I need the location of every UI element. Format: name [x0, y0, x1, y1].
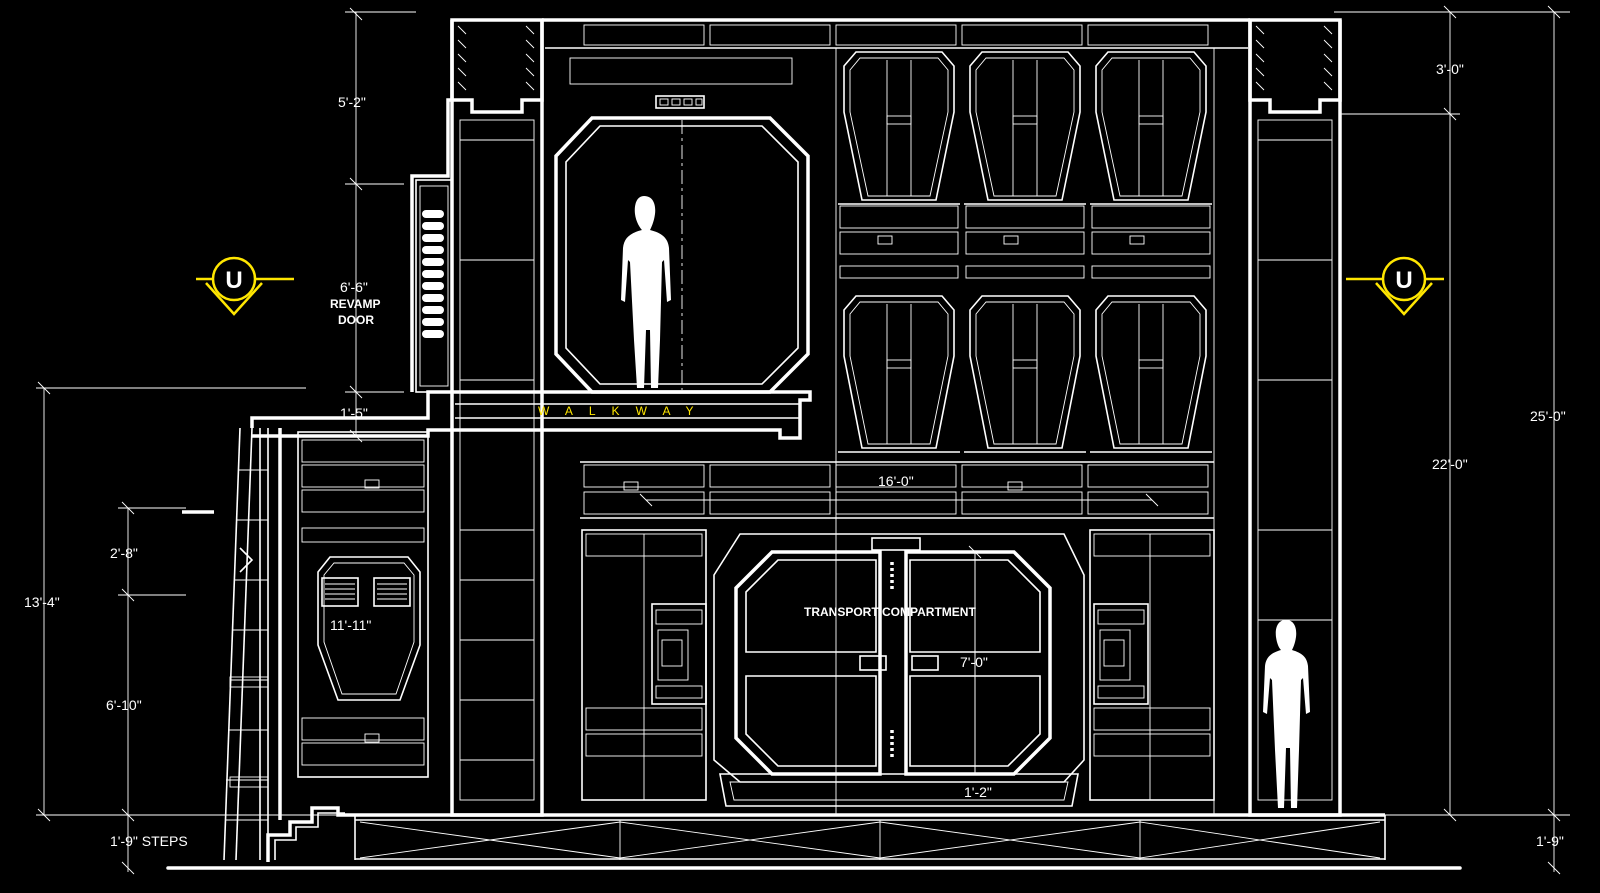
dim-door-note-2: DOOR [338, 313, 374, 327]
transport-label: TRANSPORT COMPARTMENT [804, 605, 976, 619]
vent-left [321, 577, 359, 607]
walkway: WALKWAY [250, 390, 812, 440]
left-ladder [223, 427, 282, 861]
dim-door-height: 6'-6" [340, 279, 368, 295]
dim-total-height: 25'-0" [1530, 408, 1566, 424]
dim-center-width: 16'-0" [878, 473, 914, 489]
transport-door: TRANSPORT COMPARTMENT [713, 533, 1085, 807]
locker-unit [1090, 295, 1212, 453]
dimension-labels: 5'-2" 6'-6" REVAMP DOOR 1'-5" 13'-4" 2'-… [24, 61, 1566, 849]
middle-panels [580, 461, 1214, 519]
human-figure-lower [1263, 620, 1310, 808]
marker-left-label: U [225, 267, 242, 294]
dim-left-height: 13'-4" [24, 594, 60, 610]
control-panel-right [1093, 603, 1149, 705]
entry-steps [266, 806, 355, 862]
section-marker-left: U [196, 256, 294, 316]
vent-right [373, 577, 411, 607]
floor-base [166, 813, 1462, 870]
walkway-label: WALKWAY [538, 404, 710, 418]
revamp-door [554, 95, 810, 394]
right-column [1248, 18, 1342, 817]
control-panel-left [651, 603, 707, 705]
dimension-lines [36, 5, 1570, 875]
left-lower-module [297, 431, 429, 778]
locker-unit [1090, 51, 1212, 279]
locker-unit [964, 295, 1086, 453]
locker-unit [838, 51, 960, 279]
dim-top-right: 3'-0" [1436, 61, 1464, 77]
locker-grid [838, 51, 1212, 453]
dim-bottom-right: 1'-9" [1536, 833, 1564, 849]
left-light-panel [410, 98, 453, 393]
dim-door-width: 7'-0" [960, 654, 988, 670]
dim-left-door: 11'-11" [330, 617, 371, 633]
dim-steps: 1'-9" STEPS [110, 833, 188, 849]
locker-unit [964, 51, 1086, 279]
locker-unit [838, 295, 960, 453]
dim-mid-height: 22'-0" [1432, 456, 1468, 472]
section-marker-right: U [1346, 256, 1444, 316]
side-panels [581, 529, 1215, 801]
dim-sill: 1'-2" [964, 784, 992, 800]
human-figure-upper [621, 196, 671, 388]
dim-offset: 1'-5" [340, 405, 368, 421]
dim-upper-small: 2'-8" [110, 545, 138, 561]
dim-left-lower: 6'-10" [106, 697, 142, 713]
dim-door-note-1: REVAMP [330, 297, 380, 311]
marker-right-label: U [1395, 267, 1412, 294]
dim-upper-left: 5'-2" [338, 94, 366, 110]
